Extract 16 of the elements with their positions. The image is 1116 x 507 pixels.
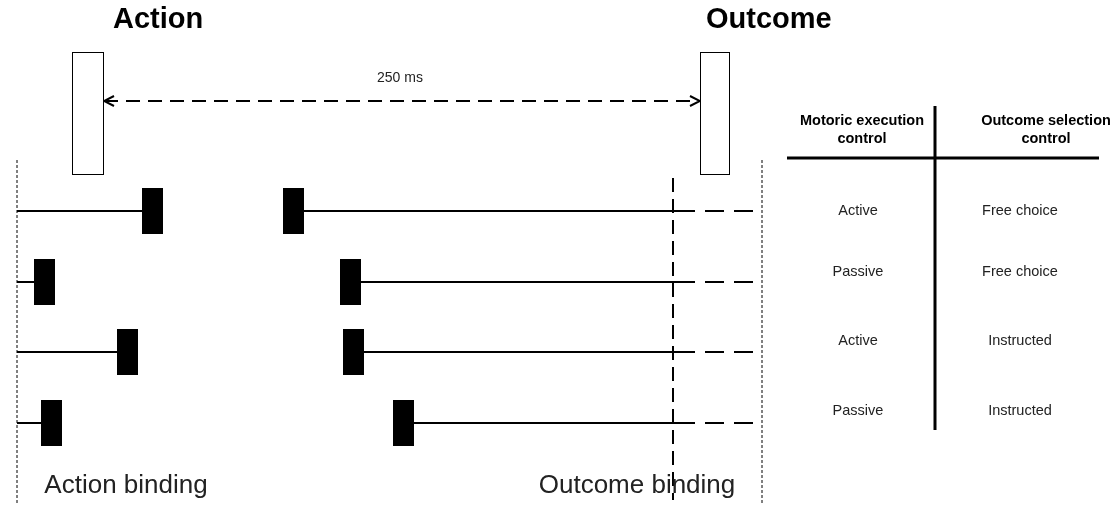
axis-caption: Outcome binding (537, 468, 737, 501)
table-cell-text: Instructed (987, 401, 1053, 420)
column-header: Motoric execution control (798, 111, 926, 148)
edge-label: 250 ms (374, 69, 426, 85)
column-header: Outcome selection control (980, 111, 1112, 148)
table-cell-text: Passive (831, 262, 885, 281)
axis-caption: Action binding (43, 468, 209, 501)
table-cell-text: Free choice (981, 201, 1059, 220)
heading: Outcome (706, 4, 832, 33)
heading: Action (113, 4, 204, 33)
double-arrow (103, 95, 701, 107)
table-cell-text: Instructed (987, 331, 1053, 350)
table-cell-text: Active (837, 201, 879, 220)
table-cell-text: Free choice (981, 262, 1059, 281)
table-cell-text: Active (837, 331, 879, 350)
table-cell-text: Passive (831, 401, 885, 420)
